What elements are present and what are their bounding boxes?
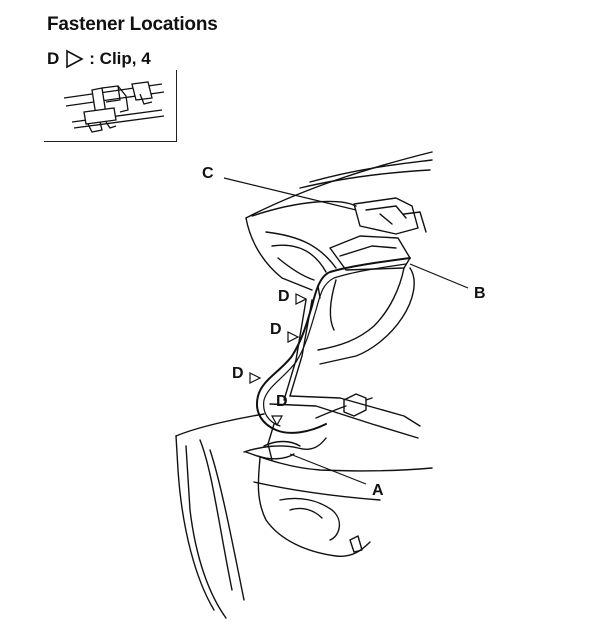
clip-d1-triangle — [295, 293, 308, 305]
clip-d2-triangle — [287, 331, 300, 343]
callout-d4: D — [276, 393, 288, 410]
wire-harness — [256, 257, 411, 434]
clip-d4-triangle — [270, 415, 284, 427]
callout-d3: D — [232, 365, 244, 382]
legend-letter: D — [47, 49, 60, 68]
page-title: Fastener Locations — [47, 14, 218, 35]
callout-a: A — [372, 482, 384, 499]
clip-triangle-icon — [66, 49, 84, 69]
legend-text: : Clip, 4 — [89, 49, 151, 68]
clip-detail-drawing — [63, 81, 165, 133]
callout-b: B — [474, 285, 486, 302]
clip-detail-inset — [44, 70, 177, 142]
callout-c: C — [202, 165, 214, 182]
callout-d1: D — [278, 288, 290, 305]
trunk-lid-outline — [245, 151, 433, 219]
callout-d2: D — [270, 321, 282, 338]
fastener-legend: D : Clip, 4 — [47, 48, 151, 70]
leader-line-a — [289, 453, 367, 485]
clip-d3-triangle — [249, 372, 262, 384]
leader-line-c — [223, 177, 357, 211]
leader-line-b — [409, 263, 469, 289]
